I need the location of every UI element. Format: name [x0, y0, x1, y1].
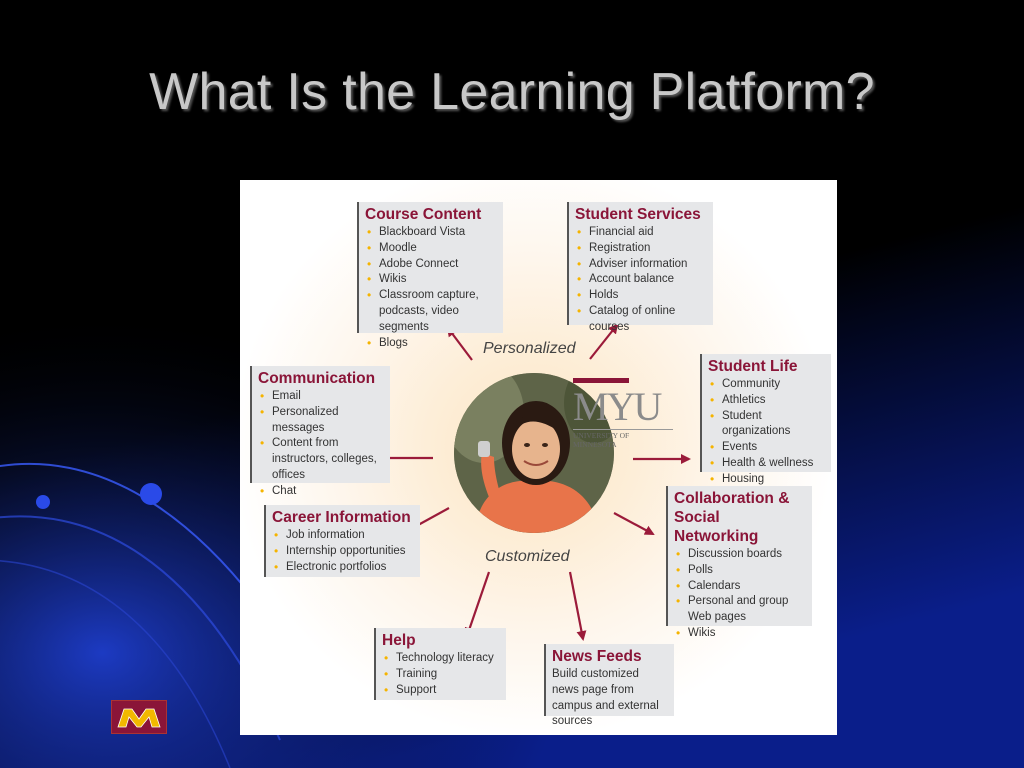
career-information-title: Career Information [272, 509, 411, 526]
news-feeds-text: Build customized news page from campus a… [552, 668, 659, 728]
arrow-collaboration [613, 512, 655, 535]
list-item: Moodle [365, 241, 497, 257]
list-item: Electronic portfolios [272, 560, 414, 576]
student-services-list: Financial aid Registration Adviser infor… [575, 225, 707, 336]
arrow-help [464, 571, 491, 638]
list-item: Adviser information [575, 257, 707, 273]
list-item: Technology literacy [382, 651, 500, 667]
list-item: Chat [258, 484, 384, 500]
list-item: Financial aid [575, 225, 707, 241]
myu-logo: MYU UNIVERSITY OF MINNESOTA [573, 378, 675, 449]
list-item: Student organizations [708, 409, 825, 441]
learning-platform-diagram: MYU UNIVERSITY OF MINNESOTA Personalized… [240, 180, 837, 735]
list-item: Health & wellness [708, 456, 825, 472]
collaboration-box: Collaboration & Social Networking Discus… [666, 486, 812, 642]
list-item: Account balance [575, 272, 707, 288]
collaboration-list: Discussion boards Polls Calendars Person… [674, 547, 806, 642]
list-item: Job information [272, 528, 414, 544]
course-content-title: Course Content [365, 206, 482, 223]
communication-list: Email Personalized messages Content from… [258, 389, 384, 500]
list-item: Classroom capture, podcasts, video segme… [365, 288, 497, 335]
help-title: Help [382, 632, 416, 649]
list-item: Training [382, 667, 500, 683]
list-item: Community [708, 377, 825, 393]
collaboration-title-line2: Social Networking [674, 509, 759, 545]
course-content-list: Blackboard Vista Moodle Adobe Connect Wi… [365, 225, 497, 351]
collaboration-title-line1: Collaboration & [674, 490, 790, 507]
list-item: Calendars [674, 579, 806, 595]
help-box: Help Technology literacy Training Suppor… [374, 628, 506, 700]
career-information-list: Job information Internship opportunities… [272, 528, 414, 575]
list-item: Blackboard Vista [365, 225, 497, 241]
university-m-logo-icon [111, 700, 167, 734]
list-item: Personalized messages [258, 405, 384, 437]
list-item: Athletics [708, 393, 825, 409]
list-item: Content from instructors, colleges, offi… [258, 436, 384, 483]
list-item: Personal and group Web pages [674, 594, 806, 626]
myu-wordmark: MYU [573, 384, 662, 429]
list-item: Registration [575, 241, 707, 257]
student-services-box: Student Services Financial aid Registrat… [567, 202, 713, 333]
myu-subtitle: UNIVERSITY OF MINNESOTA [573, 429, 673, 449]
list-item: Catalog of online courses [575, 304, 707, 336]
student-services-title: Student Services [575, 206, 701, 223]
student-life-list: Community Athletics Student organization… [708, 377, 825, 488]
list-item: Holds [575, 288, 707, 304]
communication-box: Communication Email Personalized message… [250, 366, 390, 499]
list-item: Wikis [674, 626, 806, 642]
student-life-title: Student Life [708, 358, 798, 375]
arrow-news-feeds [568, 571, 587, 641]
list-item: Blogs [365, 336, 497, 352]
list-item: Polls [674, 563, 806, 579]
student-life-box: Student Life Community Athletics Student… [700, 354, 831, 487]
slide-title: What Is the Learning Platform? [149, 63, 875, 121]
customized-label: Customized [485, 548, 570, 565]
communication-title: Communication [258, 370, 376, 387]
list-item: Events [708, 440, 825, 456]
list-item: Discussion boards [674, 547, 806, 563]
myu-logo-bar [573, 378, 629, 383]
news-feeds-box: News Feeds Build customized news page fr… [544, 644, 674, 727]
list-item: Adobe Connect [365, 257, 497, 273]
news-feeds-title: News Feeds [552, 648, 642, 665]
career-information-box: Career Information Job information Inter… [264, 505, 420, 577]
course-content-box: Course Content Blackboard Vista Moodle A… [357, 202, 503, 351]
personalized-label: Personalized [483, 340, 576, 357]
list-item: Housing [708, 472, 825, 488]
list-item: Internship opportunities [272, 544, 414, 560]
list-item: Wikis [365, 272, 497, 288]
student-portrait-icon [454, 373, 614, 533]
list-item: Email [258, 389, 384, 405]
list-item: Support [382, 683, 500, 699]
help-list: Technology literacy Training Support [382, 651, 500, 698]
